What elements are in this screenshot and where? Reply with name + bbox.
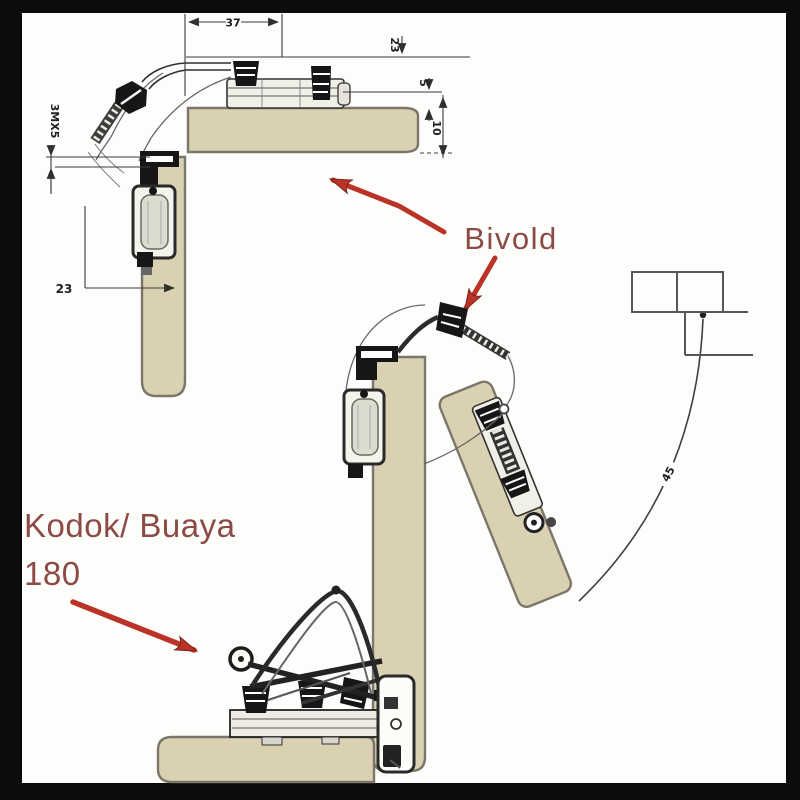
dimension-top-width: 37 — [187, 17, 280, 30]
dimension-annotations: 37 23 5 10 3MX5 — [46, 14, 470, 296]
bottom-shelf-panel — [156, 735, 376, 784]
kodok-label-line1: Kodok/ Buaya — [24, 507, 236, 544]
kodok-hinge-diagram — [156, 585, 416, 784]
door-swing-arc: 45 — [578, 311, 707, 602]
hinge-cup — [351, 398, 379, 456]
hinge-knuckle-screw — [436, 302, 468, 338]
screw — [233, 61, 259, 86]
dim-10: 10 — [430, 120, 443, 136]
kodok-label-line2: 180 — [24, 555, 81, 592]
dim-5: 5 — [417, 79, 430, 87]
bivold-hinge-open-drawing — [342, 302, 516, 478]
hinge-base-plate — [229, 709, 383, 738]
dimension-right-gap: 5 — [417, 78, 434, 121]
dim-37: 37 — [225, 17, 240, 30]
red-arrow-icon-to-bifold — [463, 255, 498, 308]
dim-swing-angle: 45 — [659, 464, 678, 484]
dimension-left-offset: 23 — [56, 206, 176, 296]
dimension-screw-spec: 3MX5 — [46, 104, 150, 194]
hinge-cup — [140, 194, 169, 250]
kodok-hinge-drawing — [228, 585, 416, 774]
dim-23-left: 23 — [56, 282, 73, 296]
dimension-right-offset: 23 — [388, 36, 407, 55]
dim-23-right: 23 — [388, 37, 401, 52]
red-arrow-icon-to-corner — [333, 177, 447, 235]
closed-position-section — [631, 271, 753, 356]
red-arrow-icon-to-kodok — [70, 599, 194, 653]
dimension-right-thickness: 10 — [430, 95, 448, 158]
dim-3mx5: 3MX5 — [48, 104, 61, 139]
bivold-hinge-closed-drawing — [87, 61, 351, 275]
corner-cabinet-diagram: 37 23 5 10 3MX5 — [46, 14, 470, 398]
bivold-label: Bivold — [464, 221, 557, 256]
bifold-open-diagram: 45 — [342, 271, 753, 773]
top-panel — [186, 106, 420, 154]
